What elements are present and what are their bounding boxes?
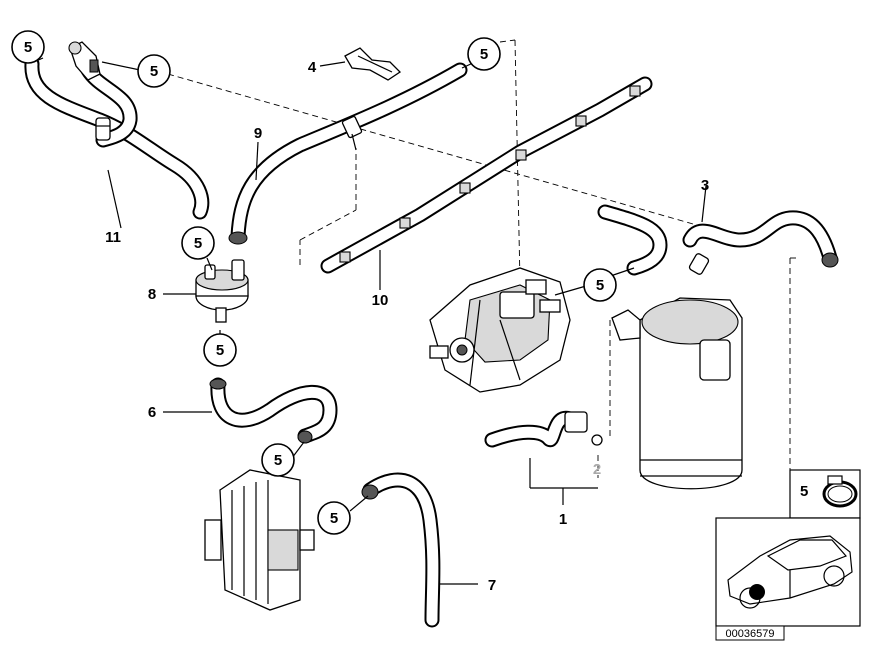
clamp-callout: 5 — [181, 226, 215, 260]
part-label-4: 4 — [308, 59, 317, 76]
fuel-cooler — [204, 469, 315, 611]
hose-3 — [597, 204, 839, 276]
callout-label: 5 — [24, 39, 32, 56]
callout-label: 5 — [274, 452, 282, 469]
part-label-8: 8 — [148, 286, 156, 303]
clamp-callout: 5 — [137, 54, 171, 88]
quick-connector-top — [68, 41, 101, 81]
pipe-9 — [228, 62, 468, 245]
inset-clamp-label: 5 — [800, 483, 808, 500]
part-label-11: 11 — [105, 229, 121, 246]
car-outline-icon — [727, 535, 853, 609]
callout-label: 5 — [150, 63, 158, 80]
callout-label: 5 — [330, 510, 338, 527]
inset-car-locator: 00036579 — [715, 517, 861, 641]
document-number: 00036579 — [726, 628, 775, 640]
callout-label: 5 — [596, 277, 604, 294]
component-location-marker — [749, 584, 765, 600]
high-pressure-pump — [429, 267, 571, 393]
clamp-callout: 5 — [203, 333, 237, 367]
inset-clamp-box: 5 — [789, 469, 861, 519]
part-label-9: 9 — [254, 125, 262, 142]
callout-label: 5 — [194, 235, 202, 252]
callout-label: 5 — [216, 342, 224, 359]
part-label-1: 1 — [559, 511, 567, 528]
part-label-3: 3 — [701, 177, 709, 194]
part-label-10: 10 — [372, 292, 389, 309]
part-label-2: 2 — [593, 461, 601, 478]
clamp-callout: 5 — [11, 30, 45, 64]
part-label-6: 6 — [148, 404, 156, 421]
hose-11 — [24, 56, 210, 220]
fuel-rail-10 — [320, 76, 653, 274]
part-label-7: 7 — [488, 577, 496, 594]
hose-7 — [361, 472, 441, 628]
hose-6 — [209, 377, 338, 444]
clamp-callout: 5 — [317, 501, 351, 535]
clamp-callout: 5 — [467, 37, 501, 71]
fuel-filter-canister — [611, 297, 743, 490]
callout-label: 5 — [480, 46, 488, 63]
hose-clamp-icon — [822, 475, 858, 508]
clamp-callout: 5 — [261, 443, 295, 477]
filter-head-8 — [195, 259, 249, 323]
clamp-callout: 5 — [583, 268, 617, 302]
hose-1 — [484, 411, 603, 505]
clip-4 — [344, 47, 402, 81]
